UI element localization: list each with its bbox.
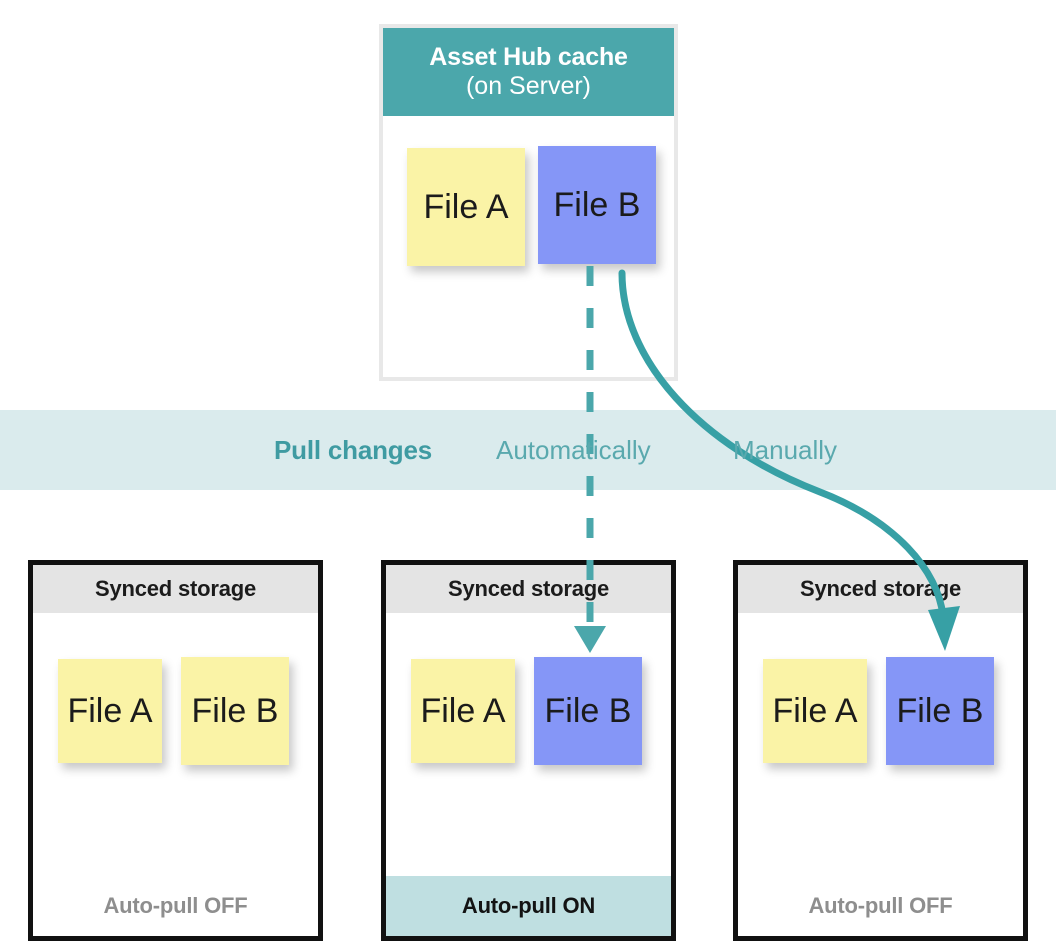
auto-pull-status-right: Auto-pull OFF [738,876,1023,936]
asset-hub-cache-title: Asset Hub cache [429,42,628,71]
synced-storage-title-right: Synced storage [799,576,962,601]
synced-storage-title-left: Synced storage [94,576,257,601]
synced-storage-box-middle: Synced storage File A File B Auto-pull O… [381,560,676,941]
synced-storage-header-left: Synced storage [33,565,318,613]
left-file-b-note: File B [181,657,289,765]
asset-hub-cache-box: Asset Hub cache (on Server) File A File … [379,24,678,381]
pull-changes-label: Pull changes [274,434,432,465]
auto-pull-status-middle: Auto-pull ON [386,876,671,936]
cache-file-b-note: File B [538,146,656,264]
synced-storage-title-middle: Synced storage [447,576,610,601]
right-file-a-note: File A [763,659,867,763]
auto-pull-status-left: Auto-pull OFF [33,876,318,936]
synced-storage-box-right: Synced storage File A File B Auto-pull O… [733,560,1028,941]
manually-label: Manually [733,434,838,465]
cache-file-a-note: File A [407,148,525,266]
synced-storage-box-left: Synced storage File A File B Auto-pull O… [28,560,323,941]
auto-pull-label-middle: Auto-pull ON [461,893,596,918]
auto-pull-label-right: Auto-pull OFF [808,893,953,918]
asset-hub-cache-subtitle: (on Server) [465,72,592,100]
auto-pull-label-left: Auto-pull OFF [103,893,248,918]
middle-file-a-note: File A [411,659,515,763]
automatically-label: Automatically [496,434,651,465]
middle-file-b-note: File B [534,657,642,765]
left-file-a-note: File A [58,659,162,763]
right-file-b-note: File B [886,657,994,765]
asset-hub-cache-header: Asset Hub cache (on Server) [383,28,674,116]
synced-storage-header-middle: Synced storage [386,565,671,613]
synced-storage-header-right: Synced storage [738,565,1023,613]
